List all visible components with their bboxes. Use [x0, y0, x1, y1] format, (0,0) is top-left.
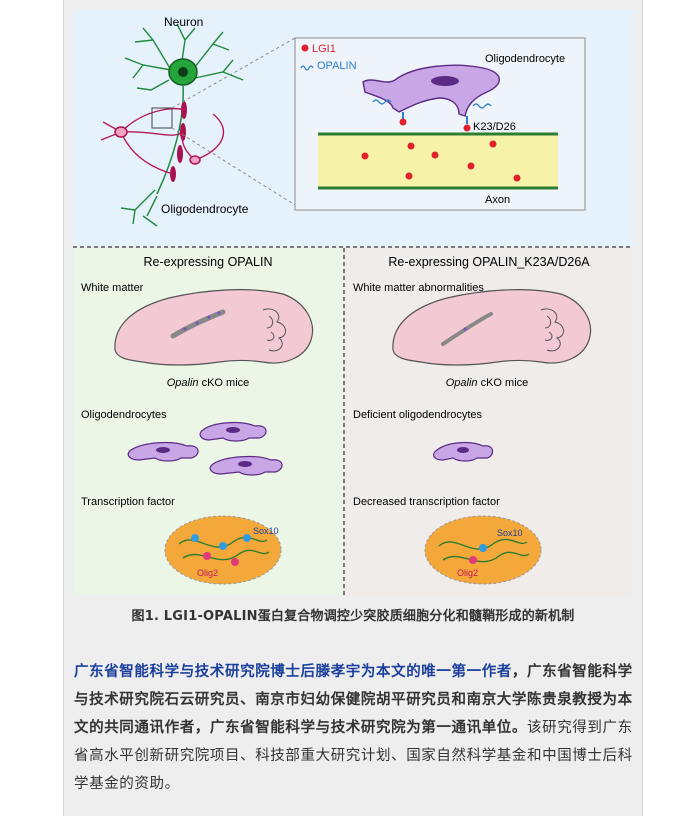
- funding-text: 该研究得到广东省高水平创新研究院项目、科技部重大研究计划、国家自然科学基金和中国…: [74, 720, 633, 792]
- left-panel-title: Re-expressing OPALIN: [144, 255, 273, 269]
- right-oligodendrocyte-cell: [433, 441, 494, 462]
- oligodendrocyte-cell-2: [189, 155, 201, 165]
- neuron-label: Neuron: [164, 15, 203, 29]
- mutation-label: K23/D26: [473, 121, 516, 133]
- right-brain: [392, 289, 592, 366]
- oligodendrocyte-cell-1: [114, 126, 128, 138]
- right-white-matter-tract: [441, 312, 493, 346]
- figure-svg: Neuron Oligodendrocyte LGI1 OPALIN Oligo…: [73, 10, 633, 595]
- legend-opalin: OPALIN: [317, 60, 357, 72]
- left-mice-label: Opalin cKO mice: [167, 377, 250, 389]
- left-olig2: Olig2: [197, 568, 218, 578]
- left-sox10: Sox10: [253, 526, 279, 536]
- legend-lgi1: LGI1: [312, 43, 336, 55]
- left-brain: [114, 289, 314, 366]
- left-oligodendrocyte-cells: [127, 421, 283, 476]
- inset-oligodendrocyte-label: Oligodendrocyte: [485, 53, 565, 65]
- right-mice-label: Opalin cKO mice: [446, 377, 529, 389]
- neuron-nucleus: [178, 67, 188, 77]
- right-panel-title: Re-expressing OPALIN_K23A/D26A: [388, 255, 590, 269]
- inset-cell-nucleus: [431, 76, 459, 86]
- opalin-legend-icon: [300, 65, 314, 71]
- article-column: Neuron Oligodendrocyte LGI1 OPALIN Oligo…: [63, 0, 643, 816]
- axon-label: Axon: [485, 194, 510, 206]
- left-oligodendrocytes: Oligodendrocytes: [81, 409, 167, 421]
- neuron-dendrites: [120, 23, 244, 227]
- left-transcription: Transcription factor: [81, 496, 175, 508]
- lgi1-legend-dot: [301, 44, 309, 52]
- neuron-axon: [156, 84, 184, 195]
- zoom-box: [151, 107, 173, 129]
- article-paragraph: 广东省智能科学与技术研究院博士后滕孝宇为本文的唯一第一作者，广东省智能科学与技术…: [74, 658, 634, 798]
- axon-lgi1-dots: [361, 140, 521, 182]
- inset-oligodendrocyte-cell: [362, 64, 500, 117]
- right-olig2: Olig2: [457, 568, 478, 578]
- figure-caption: 图1. LGI1-OPALIN蛋白复合物调控少突胶质细胞分化和髓鞘形成的新机制: [131, 609, 575, 624]
- right-oligodendrocytes: Deficient oligodendrocytes: [353, 409, 483, 421]
- right-white-matter: White matter abnormalities: [353, 282, 484, 294]
- corresponding-authors-text: ，广东省智能科学与技术研究院石云研究员、南京市妇幼保健院胡平研究员和南京大学陈贵…: [74, 664, 633, 736]
- right-sox10: Sox10: [497, 528, 523, 538]
- mechanism-figure: Neuron Oligodendrocyte LGI1 OPALIN Oligo…: [73, 10, 633, 595]
- left-white-matter: White matter: [81, 282, 144, 294]
- right-transcription: Decreased transcription factor: [353, 496, 500, 508]
- oligodendrocyte-label: Oligodendrocyte: [161, 202, 249, 216]
- first-author-highlight: 广东省智能科学与技术研究院博士后滕孝宇为本文的唯一第一作者: [74, 664, 512, 680]
- axon-body: [318, 134, 558, 188]
